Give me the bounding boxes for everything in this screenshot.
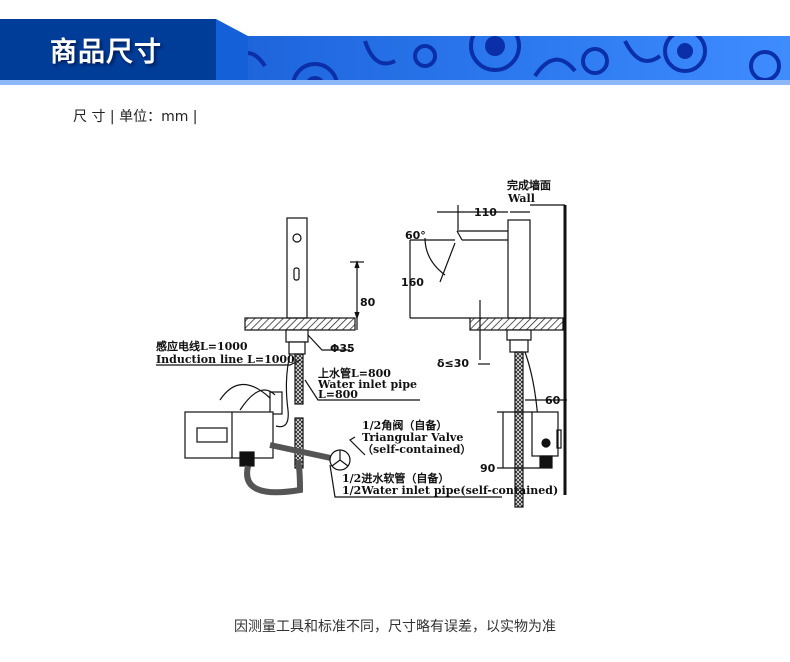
induction-line-cn: 感应电线L=1000	[156, 339, 248, 353]
dim-diameter: Φ35	[330, 342, 355, 355]
hose-en: 1/2Water inlet pipe(self-contained)	[342, 484, 558, 497]
banner-strip	[0, 80, 790, 85]
dim-thickness: δ≤30	[437, 357, 469, 370]
induction-line-en: Induction line L=1000	[156, 353, 295, 366]
disclaimer: 因测量工具和标准不同，尺寸略有误差，以实物为准	[234, 619, 556, 635]
dim-90: 90	[480, 462, 496, 475]
dim-160: 160	[401, 276, 424, 289]
left-labels: 80 Φ35 感应电线L=1000 Induction line L=1000 …	[156, 296, 558, 497]
right-faucet	[409, 204, 567, 508]
wall-cn: 完成墙面	[507, 178, 551, 192]
hose-cn: 1/2进水软管（自备）	[342, 471, 449, 485]
valve-note: （self-contained）	[362, 443, 471, 456]
right-labels: 完成墙面 Wall 110 60° 160 δ≤30 60 90	[401, 178, 561, 475]
wall-en: Wall	[507, 192, 535, 205]
banner-corner	[216, 19, 248, 80]
dim-110: 110	[474, 206, 497, 219]
left-faucet	[156, 217, 502, 498]
section-title: 商品尺寸	[50, 37, 162, 68]
dim-angle: 60°	[405, 229, 426, 242]
valve-cn: 1/2角阀（自备）	[362, 418, 447, 432]
inlet-pipe-length: L=800	[318, 388, 358, 401]
dim-60: 60	[545, 394, 561, 407]
inlet-pipe-en: Water inlet pipe	[317, 378, 417, 391]
unit-label: 尺 寸 | 单位：mm |	[73, 109, 198, 125]
valve-en: Triangular Valve	[362, 431, 463, 444]
banner-title-block	[0, 19, 216, 80]
inlet-pipe-cn: 上水管L=800	[318, 366, 391, 380]
dim-80: 80	[360, 296, 376, 309]
